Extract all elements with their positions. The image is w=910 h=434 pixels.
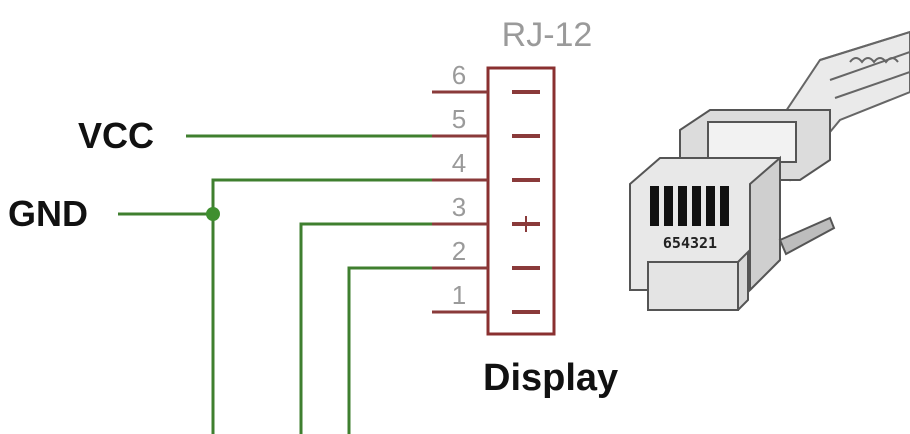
pin-number-1: 1	[452, 280, 466, 310]
plug-bottom-tab-face	[647, 261, 739, 311]
gnd-junction-dot	[206, 207, 220, 221]
pin-number-5: 5	[452, 104, 466, 134]
plug-side	[749, 155, 781, 293]
wire-pin2	[347, 266, 432, 434]
connector-pins	[432, 90, 488, 314]
pin-number-4: 4	[452, 148, 466, 178]
connector-name: RJ-12	[502, 16, 593, 54]
wire-pin3	[299, 222, 432, 434]
wires	[118, 134, 432, 434]
connector-body	[486, 66, 556, 336]
pin-number-6: 6	[452, 60, 466, 90]
device-label: Display	[483, 357, 618, 399]
plug-pin-order: 654321	[663, 234, 717, 252]
plug-clip	[778, 216, 836, 256]
vcc-label: VCC	[78, 115, 154, 156]
gnd-label: GND	[8, 193, 88, 234]
pin-number-3: 3	[452, 192, 466, 222]
wire-pin4	[211, 178, 432, 434]
plug-latch-window	[707, 121, 797, 163]
plug-contacts	[650, 186, 729, 226]
pin-numbers: 6 5 4 3 2 1	[452, 60, 466, 310]
connector-contacts	[512, 90, 540, 314]
pin-number-2: 2	[452, 236, 466, 266]
rj12-plug-illustration: 654321	[629, 30, 910, 311]
